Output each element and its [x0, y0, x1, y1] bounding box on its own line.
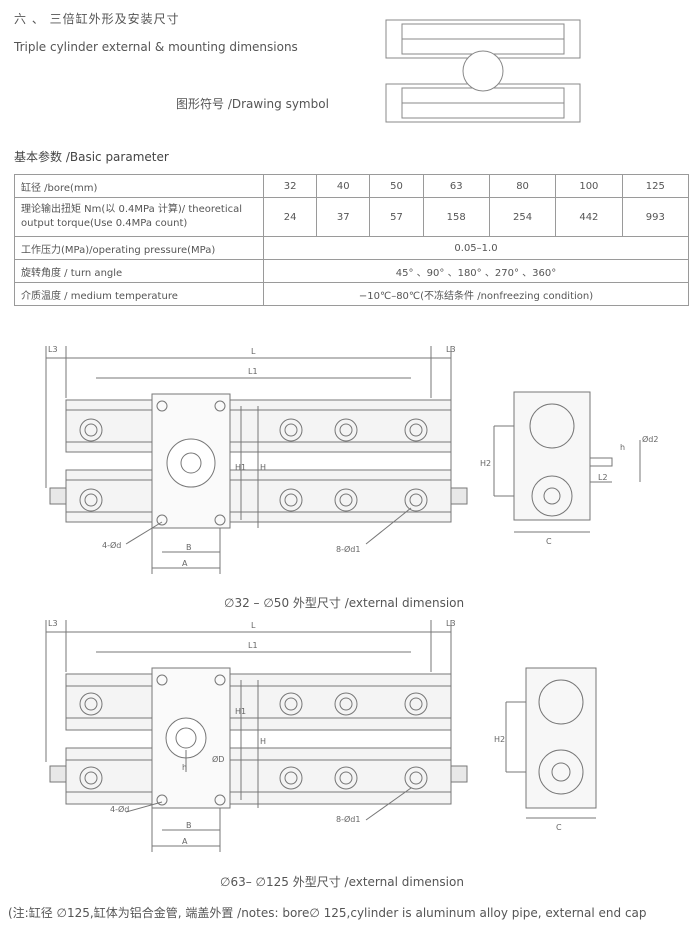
dim-l: L: [251, 347, 256, 356]
table-cell: 80: [488, 174, 557, 198]
table-row: 理论输出扭矩 Nm(以 0.4MPa 计算)/ theoretical outp…: [14, 197, 690, 237]
section-title-en: Triple cylinder external & mounting dime…: [14, 40, 298, 54]
dim2-h2: H2: [494, 735, 505, 744]
drawing2-side-view: H2 C: [494, 667, 597, 832]
dim2-h: H: [260, 737, 266, 746]
table-row: 介质温度 / medium temperature −10℃–80℃(不冻结条件…: [14, 282, 689, 306]
dim2-b: B: [186, 821, 192, 830]
pressure-value: 0.05–1.0: [263, 236, 689, 260]
dim-c: C: [546, 537, 552, 546]
dim2-c: C: [556, 823, 562, 832]
table-row: 工作压力(MPa)/operating pressure(MPa) 0.05–1…: [14, 236, 689, 260]
table-cell: 125: [621, 174, 690, 198]
dim2-l1: L1: [248, 641, 258, 650]
drawing1-front-view: L3 L3 L L1 H1 H B A 4-Ød 8-Ød1: [45, 345, 468, 574]
table-cell: 993: [621, 197, 690, 237]
basic-parameter-heading: 基本参数 /Basic parameter: [14, 150, 169, 164]
dim-b: B: [186, 543, 192, 552]
dim-d2: Ød2: [642, 434, 658, 444]
table-cell: 254: [488, 197, 557, 237]
table-row: 旋转角度 / turn angle 45° 、90° 、180° 、270° 、…: [14, 259, 689, 283]
dim2-l3-right: L3: [446, 619, 456, 628]
drawing-symbol-label: 图形符号 /Drawing symbol: [176, 97, 329, 111]
dim2-d: ØD: [212, 754, 224, 764]
dim2-l3-left: L3: [48, 619, 58, 628]
table-cell: 57: [369, 197, 424, 237]
dim-l2: L2: [598, 473, 608, 482]
angle-label: 旋转角度 / turn angle: [14, 259, 264, 283]
dim-h2: H2: [480, 459, 491, 468]
dim2-a: A: [182, 837, 188, 846]
hole-8d1-label: 8-Ød1: [336, 544, 360, 554]
dim-l1: L1: [248, 367, 258, 376]
drawing1-side-view: H2 C L2 h Ød2: [480, 391, 658, 546]
dim-l3-left: L3: [48, 345, 58, 354]
bore-label: 缸径 /bore(mm): [14, 174, 264, 198]
dim2-h1: H1: [235, 707, 246, 716]
dim2-l: L: [251, 621, 256, 630]
drawing2-caption: ∅63– ∅125 外型尺寸 /external dimension: [220, 875, 464, 889]
table-cell: 63: [422, 174, 490, 198]
torque-label-line2: output torque(Use 0.4MPa count): [21, 218, 188, 229]
torque-label: 理论输出扭矩 Nm(以 0.4MPa 计算)/ theoretical outp…: [14, 197, 264, 237]
table-cell: 158: [422, 197, 490, 237]
dim-l3-right: L3: [446, 345, 456, 354]
pressure-label: 工作压力(MPa)/operating pressure(MPa): [14, 236, 264, 260]
drawing1-caption: ∅32 – ∅50 外型尺寸 /external dimension: [224, 596, 465, 610]
table-cell: 24: [262, 197, 318, 237]
hole2-4d-label: 4-Ød: [110, 804, 129, 814]
temperature-value: −10℃–80℃(不冻结条件 /nonfreezing condition): [263, 282, 689, 306]
temperature-label: 介质温度 / medium temperature: [14, 282, 264, 306]
hole2-8d1-label: 8-Ød1: [336, 814, 360, 824]
angle-value: 45° 、90° 、180° 、270° 、360°: [263, 259, 689, 283]
table-cell: 32: [262, 174, 318, 198]
parameter-table: 缸径 /bore(mm) 32 40 50 63 80 100 125 理论输出…: [14, 174, 690, 306]
table-cell: 40: [316, 174, 371, 198]
footnote: (注:缸径 ∅125,缸体为铝合金管, 端盖外置 /notes: bore∅ 1…: [8, 906, 647, 920]
table-cell: 50: [369, 174, 424, 198]
table-cell: 442: [555, 197, 623, 237]
dim-h1: H1: [235, 463, 246, 472]
dim-h-small: h: [620, 443, 625, 452]
table-cell: 100: [555, 174, 623, 198]
section-title-cn: 六 、 三倍缸外形及安装尺寸: [14, 12, 180, 26]
hole-4d-label: 4-Ød: [102, 540, 121, 550]
dim-a: A: [182, 559, 188, 568]
drawing-symbol: [385, 19, 581, 123]
drawing2-front-view: L3 L3 L L1 H1 H ØD h B A 4-Ød 8-Ød1: [45, 619, 468, 852]
dim2-h-small: h: [182, 763, 187, 772]
table-row: 缸径 /bore(mm) 32 40 50 63 80 100 125: [14, 174, 690, 198]
table-cell: 37: [316, 197, 371, 237]
torque-label-line1: 理论输出扭矩 Nm(以 0.4MPa 计算)/ theoretical: [21, 204, 243, 215]
dim-h: H: [260, 463, 266, 472]
